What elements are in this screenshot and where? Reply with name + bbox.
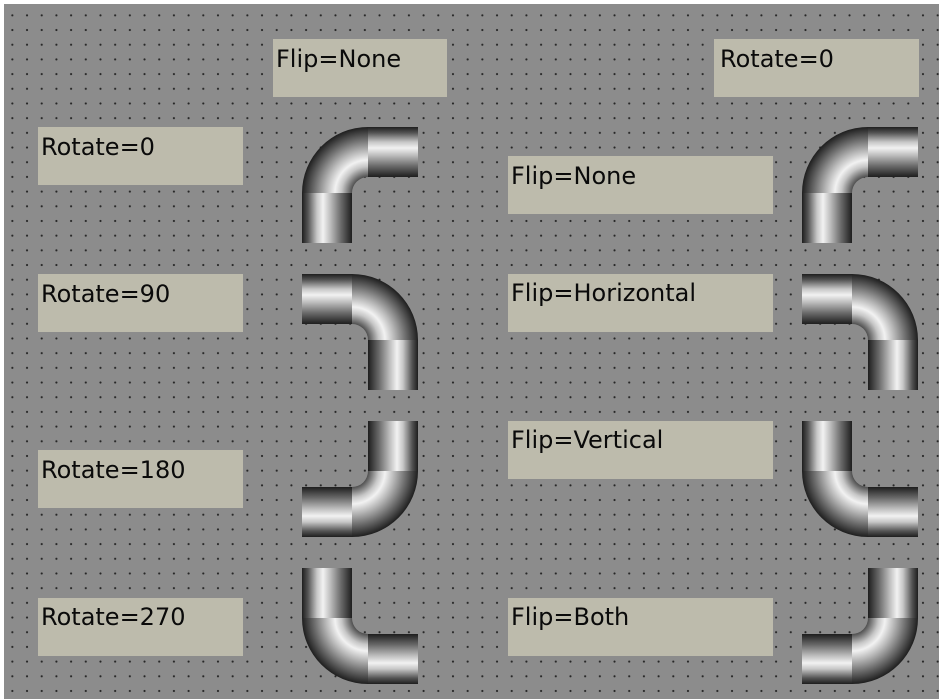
label-flip-both[interactable]: Flip=Both xyxy=(508,598,773,656)
pipe-elbow-flip-both[interactable] xyxy=(802,568,918,684)
label-flip-none-text: Flip=None xyxy=(511,162,637,190)
header-rotate-0-text: Rotate=0 xyxy=(720,45,834,73)
label-flip-vertical[interactable]: Flip=Vertical xyxy=(508,421,773,479)
label-flip-horizontal[interactable]: Flip=Horizontal xyxy=(508,274,773,332)
label-rotate-0-text: Rotate=0 xyxy=(41,133,155,161)
pipe-elbow-flip-none[interactable] xyxy=(802,127,918,243)
label-rotate-270[interactable]: Rotate=270 xyxy=(38,598,243,656)
label-rotate-90[interactable]: Rotate=90 xyxy=(38,274,243,332)
label-rotate-0[interactable]: Rotate=0 xyxy=(38,127,243,185)
pipe-elbow-flip-vertical[interactable] xyxy=(802,421,918,537)
label-flip-none[interactable]: Flip=None xyxy=(508,156,773,214)
pipe-elbow-rotate-270[interactable] xyxy=(302,568,418,684)
pipe-elbow-flip-horizontal[interactable] xyxy=(802,274,918,390)
header-flip-none[interactable]: Flip=None xyxy=(273,39,447,97)
label-flip-horizontal-text: Flip=Horizontal xyxy=(511,279,697,307)
label-rotate-180-text: Rotate=180 xyxy=(41,456,186,484)
pipe-elbow-rotate-90[interactable] xyxy=(302,274,418,390)
label-rotate-90-text: Rotate=90 xyxy=(41,280,171,308)
label-flip-vertical-text: Flip=Vertical xyxy=(511,426,664,454)
header-rotate-0[interactable]: Rotate=0 xyxy=(714,39,919,97)
label-rotate-270-text: Rotate=270 xyxy=(41,603,186,631)
label-flip-both-text: Flip=Both xyxy=(511,603,630,631)
pipe-elbow-rotate-0[interactable] xyxy=(302,127,418,243)
header-flip-none-text: Flip=None xyxy=(276,45,402,73)
design-canvas[interactable]: Flip=None Rotate=0 Rotate=0 Rotate=90 Ro… xyxy=(4,4,939,699)
pipe-elbow-rotate-180[interactable] xyxy=(302,421,418,537)
label-rotate-180[interactable]: Rotate=180 xyxy=(38,450,243,508)
